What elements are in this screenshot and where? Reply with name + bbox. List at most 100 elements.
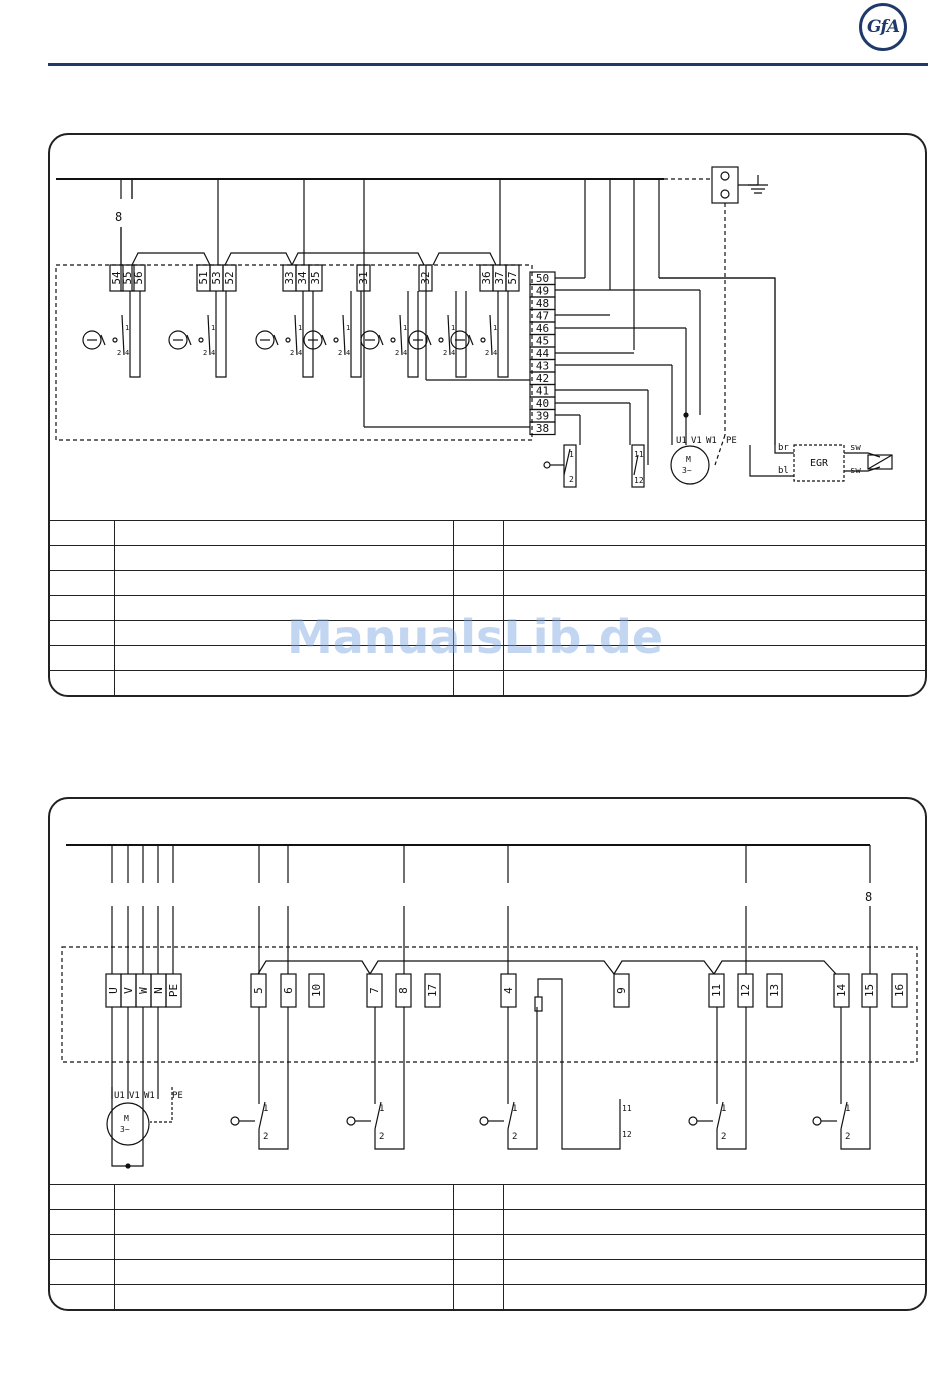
bridge-wire: [224, 252, 293, 266]
resistor-wire: [537, 978, 621, 1150]
terminal-label: 44: [536, 347, 550, 360]
terminal-39: 39: [529, 408, 556, 423]
pe-dashed: [150, 1087, 173, 1123]
terminal-14: 14: [833, 973, 850, 1008]
contact-label: 1: [263, 1104, 268, 1114]
legend-cell: [453, 1259, 504, 1285]
contact-label: 2: [290, 349, 294, 357]
resistor-symbol: [534, 996, 543, 1012]
motor-symbol: [670, 445, 710, 485]
contact-label: 4: [298, 349, 302, 357]
contact-label: 2: [443, 349, 447, 357]
terminal-label: 15: [863, 984, 876, 997]
terminal-label: 54: [110, 271, 123, 285]
relay-label: 12: [622, 1130, 632, 1139]
terminal-label: PE: [167, 984, 180, 997]
legend-table-2: [50, 1184, 925, 1309]
contact-label: 1: [298, 324, 302, 332]
egr-box: [793, 444, 845, 482]
legend-cell: [50, 595, 115, 621]
legend-cell: [50, 1284, 115, 1309]
legend-cell: [114, 570, 454, 596]
contact-label: 1: [403, 324, 407, 332]
terminal-54: 54: [109, 264, 124, 292]
bridge-wire: [432, 252, 497, 266]
legend-row: [50, 670, 925, 695]
legend-row: [50, 570, 925, 596]
terminal-38: 38: [529, 421, 556, 436]
legend-cell: [50, 520, 115, 546]
contact-label: 1: [211, 324, 215, 332]
terminal-label: 45: [536, 334, 549, 347]
terminal-label: 56: [132, 271, 145, 284]
terminal-9: 9: [613, 973, 630, 1008]
limit-switch: 1 2 4: [450, 291, 509, 378]
contact-label: 2: [379, 1132, 384, 1142]
ground-terminal: [720, 189, 730, 199]
terminal-PE: PE: [165, 973, 182, 1008]
legend-cell: [503, 1259, 925, 1285]
contact-label: 4: [451, 349, 455, 357]
terminal-label: 52: [223, 271, 236, 284]
terminal-47: 47: [529, 308, 556, 323]
legend-row: [50, 545, 925, 571]
legend-cell: [50, 1184, 115, 1210]
limit-switch: 12: [688, 1007, 747, 1150]
logo-text: GfA: [866, 17, 900, 37]
terminal-51: 51: [196, 264, 211, 292]
egr-wires: [659, 277, 893, 477]
legend-cell: [503, 620, 925, 646]
legend-row: [50, 520, 925, 546]
legend-cell: [503, 520, 925, 546]
legend-cell: [114, 670, 454, 695]
motor-phase: 3~: [682, 466, 692, 475]
legend-cell: [114, 1259, 454, 1285]
legend-cell: [453, 645, 504, 671]
contact-label: 2: [117, 349, 121, 357]
contact-label: 1: [379, 1104, 384, 1114]
marker-8: 8: [115, 210, 122, 224]
terminal-11: 11: [708, 973, 725, 1008]
motor-label-u1: U1: [114, 1091, 125, 1101]
terminal-label: 57: [506, 271, 519, 284]
contact-label: 4: [346, 349, 350, 357]
terminal-33: 33: [282, 264, 297, 292]
legend-cell: [503, 595, 925, 621]
terminal-46: 46: [529, 321, 556, 336]
terminal-U: U: [105, 973, 122, 1008]
drop-wires: [120, 179, 660, 350]
motor-label-v1: V1: [691, 436, 702, 446]
legend-cell: [50, 1209, 115, 1235]
terminal-label: 43: [536, 359, 549, 372]
legend-cell: [503, 1184, 925, 1210]
limit-switch: 12: [812, 1007, 871, 1150]
terminal-34: 34: [295, 264, 310, 292]
legend-cell: [453, 1209, 504, 1235]
motor-label-v1: V1: [129, 1091, 140, 1101]
terminal-37: 37: [492, 264, 507, 292]
terminal-label: 4: [502, 987, 515, 994]
legend-cell: [50, 1259, 115, 1285]
legend-cell: [114, 1284, 454, 1309]
contact-label: 1: [451, 324, 455, 332]
contact-label: 1: [721, 1104, 726, 1114]
terminal-17: 17: [424, 973, 441, 1008]
legend-cell: [453, 670, 504, 695]
contact-label: 4: [125, 349, 129, 357]
relay-label: 12: [634, 476, 644, 485]
terminal-label: 50: [536, 272, 549, 285]
legend-cell: [114, 520, 454, 546]
contact-label: 2: [485, 349, 489, 357]
terminal-45: 45: [529, 333, 556, 348]
legend-row: [50, 1284, 925, 1309]
terminal-label: 12: [739, 984, 752, 997]
